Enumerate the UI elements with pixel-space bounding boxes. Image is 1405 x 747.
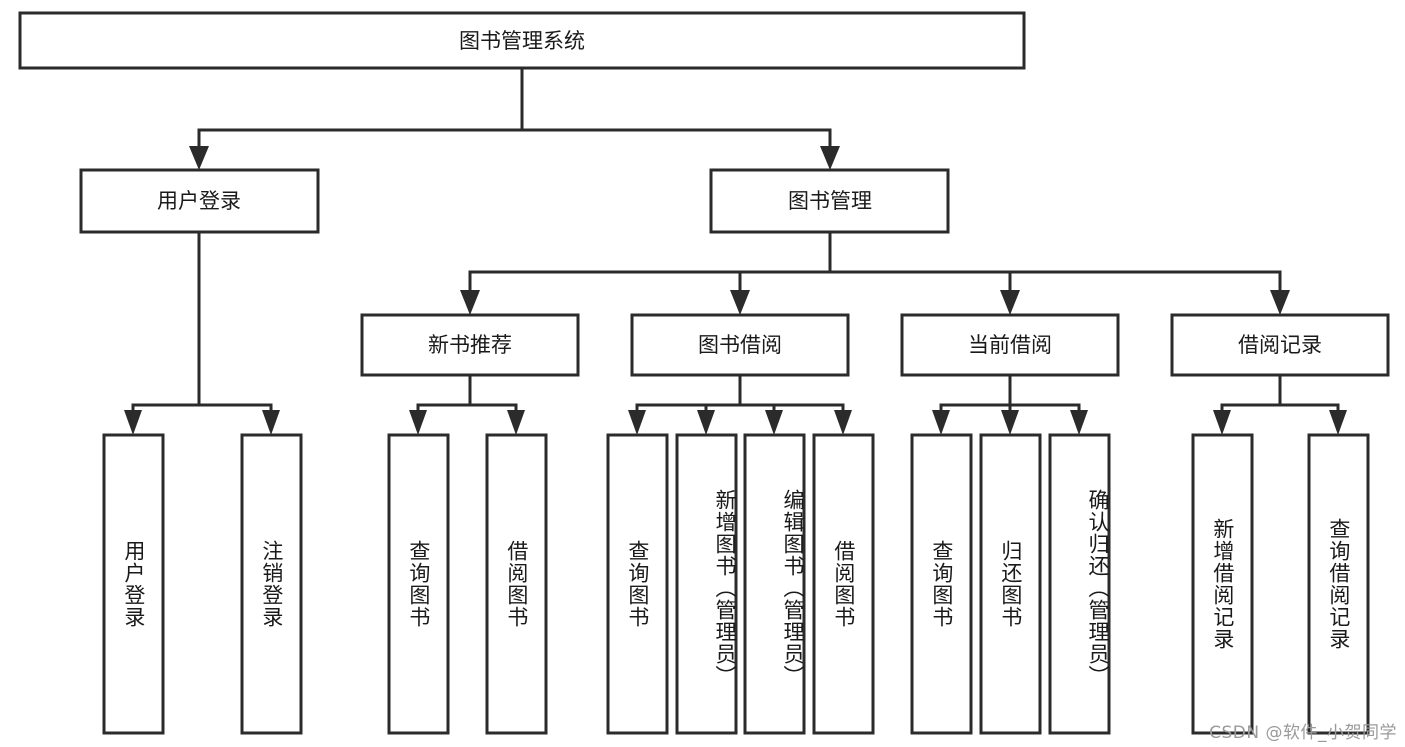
node-root-label: 图书管理系统 — [459, 29, 585, 53]
node-user-login-label: 用户登录 — [157, 189, 241, 213]
connector-current-borrow-to-leaves — [932, 373, 1088, 435]
arrowhead-leaf-query-book-3 — [932, 410, 950, 435]
leaf-box-borrow-book-2[interactable] — [812, 433, 875, 735]
arrowhead-leaf-query-book-2 — [628, 410, 646, 435]
arrowhead-borrow-record — [1270, 290, 1290, 315]
node-root-box[interactable] — [18, 11, 1026, 70]
arrowhead-leaf-logout — [262, 410, 280, 435]
node-current-borrow-box[interactable] — [900, 313, 1120, 377]
connector-book-manage-to-level2 — [460, 230, 1290, 315]
arrowhead-book-manage — [820, 146, 840, 170]
node-current-borrow-label: 当前借阅 — [968, 333, 1052, 357]
arrowhead-new-book-recommend — [460, 290, 480, 315]
node-book-manage[interactable]: 图书管理 — [709, 168, 950, 234]
node-book-borrow-label: 图书借阅 — [698, 333, 782, 357]
node-new-book-recommend-box[interactable] — [360, 313, 580, 377]
connector-book-borrow-to-leaves — [628, 373, 852, 435]
leaf-box-logout[interactable] — [240, 433, 303, 735]
connector-root-to-level1 — [189, 66, 840, 170]
node-book-manage-box[interactable] — [709, 168, 950, 234]
arrowhead-leaf-user-login — [124, 410, 142, 435]
leaf-box-edit-book[interactable] — [743, 433, 806, 735]
connector-new-book-to-leaves — [409, 373, 525, 435]
leaf-box-add-book[interactable] — [675, 433, 738, 735]
node-new-book-recommend-label: 新书推荐 — [428, 333, 512, 357]
node-new-book-recommend[interactable]: 新书推荐 — [360, 313, 580, 377]
node-borrow-record-box[interactable] — [1170, 313, 1390, 377]
arrowhead-leaf-borrow-book-2 — [834, 410, 852, 435]
leaf-box-confirm-return[interactable] — [1048, 433, 1111, 735]
leaf-box-query-book-2[interactable] — [606, 433, 669, 735]
arrowhead-leaf-query-book-1 — [409, 410, 427, 435]
leaf-box-borrow-book-1[interactable] — [485, 433, 548, 735]
arrowhead-leaf-add-book — [697, 410, 715, 435]
leaf-box-query-book-3[interactable] — [910, 433, 973, 735]
connector-user-login-to-leaves — [124, 230, 280, 435]
leaf-box-user-login[interactable] — [102, 433, 165, 735]
arrowhead-leaf-add-record — [1213, 410, 1231, 435]
arrowhead-leaf-borrow-book-1 — [507, 410, 525, 435]
leaf-box-query-record[interactable] — [1307, 433, 1370, 735]
node-borrow-record[interactable]: 借阅记录 — [1170, 313, 1390, 377]
node-borrow-record-label: 借阅记录 — [1238, 333, 1322, 357]
watermark-label: CSDN @软件_小贺同学 — [1209, 723, 1397, 743]
leaf-box-return-book[interactable] — [979, 433, 1042, 735]
node-root[interactable]: 图书管理系统 — [18, 11, 1026, 70]
arrowhead-user-login — [189, 146, 209, 170]
node-user-login[interactable]: 用户登录 — [79, 168, 320, 234]
arrowhead-leaf-return-book — [1001, 410, 1019, 435]
arrowhead-leaf-query-record — [1329, 410, 1347, 435]
arrowhead-leaf-edit-book — [765, 410, 783, 435]
node-book-manage-label: 图书管理 — [788, 189, 872, 213]
node-user-login-box[interactable] — [79, 168, 320, 234]
arrowhead-current-borrow — [1000, 290, 1020, 315]
leaf-box-add-record[interactable] — [1191, 433, 1254, 735]
leaf-boxes — [102, 433, 1370, 735]
node-current-borrow[interactable]: 当前借阅 — [900, 313, 1120, 377]
arrowhead-book-borrow — [730, 290, 750, 315]
arrowhead-leaf-confirm-return — [1070, 410, 1088, 435]
node-book-borrow[interactable]: 图书借阅 — [630, 313, 850, 377]
node-book-borrow-box[interactable] — [630, 313, 850, 377]
leaf-box-query-book-1[interactable] — [387, 433, 450, 735]
connector-borrow-record-to-leaves — [1213, 373, 1347, 435]
